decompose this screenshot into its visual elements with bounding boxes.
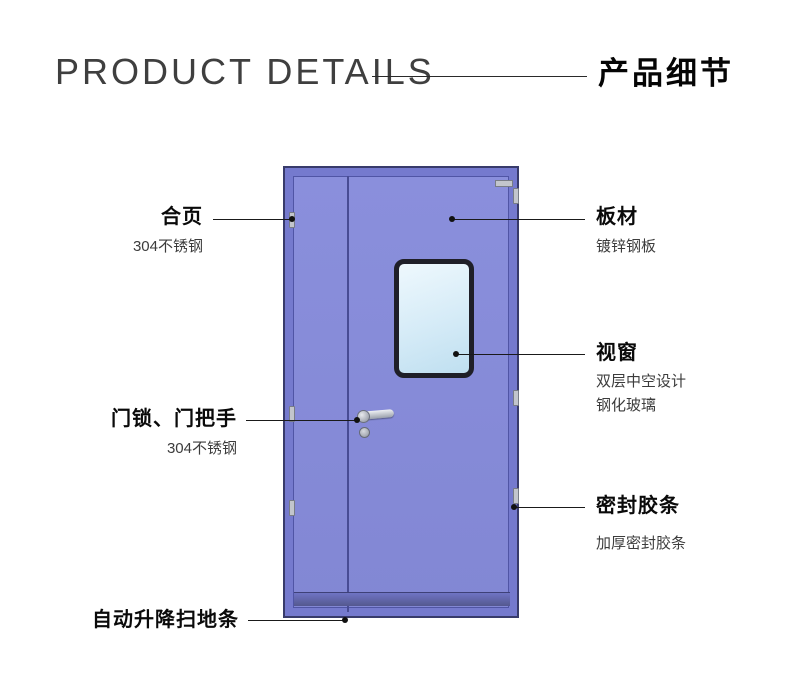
hinge-icon (289, 406, 295, 422)
annotation-lock: 门锁、门把手 304不锈钢 (111, 406, 237, 461)
annotation-seal-dot (511, 504, 517, 510)
door-illustration (283, 166, 519, 618)
annotation-window-dot (453, 351, 459, 357)
hinge-icon (513, 188, 519, 204)
annotation-panel: 板材 镀锌钢板 (596, 204, 656, 259)
door-lock-icon (359, 427, 370, 438)
annotation-panel-sub: 镀锌钢板 (596, 238, 657, 255)
door-handle-pivot-icon (357, 410, 370, 423)
annotation-seal-label: 密封胶条 (596, 495, 680, 517)
page-title-en: PRODUCT DETAILS (55, 51, 435, 92)
door-leaf-divider (347, 176, 349, 612)
annotation-seal: 密封胶条 加厚密封胶条 (596, 493, 686, 556)
hinge-icon (289, 500, 295, 516)
door-leaf-area (293, 176, 509, 608)
annotation-window-sub1: 双层中空设计 (596, 373, 687, 390)
annotation-panel-dot (449, 216, 455, 222)
annotation-seal-sub: 加厚密封胶条 (596, 535, 687, 552)
door-window-icon (394, 259, 474, 378)
annotation-hinge-line (213, 219, 293, 220)
annotation-panel-line (452, 219, 585, 220)
annotation-window-sub2: 钢化玻璃 (596, 397, 657, 414)
annotation-window-label: 视窗 (596, 342, 638, 364)
annotation-sweep: 自动升降扫地条 (92, 607, 239, 633)
annotation-lock-line (246, 420, 358, 421)
annotation-lock-sub: 304不锈钢 (166, 440, 237, 457)
annotation-sweep-line (248, 620, 346, 621)
annotation-hinge-sub: 304不锈钢 (132, 238, 203, 255)
annotation-sweep-label: 自动升降扫地条 (92, 609, 239, 631)
annotation-lock-dot (354, 417, 360, 423)
hinge-icon (513, 390, 519, 406)
annotation-hinge: 合页 304不锈钢 (133, 204, 203, 259)
annotation-hinge-dot (289, 216, 295, 222)
door-closer-bracket-icon (495, 180, 513, 187)
annotation-seal-line (515, 507, 585, 508)
annotation-panel-label: 板材 (596, 206, 638, 228)
annotation-sweep-dot (342, 617, 348, 623)
annotation-lock-label: 门锁、门把手 (111, 408, 237, 430)
hinge-icon (513, 488, 519, 504)
annotation-window-line (457, 354, 585, 355)
door-bottom-sweep-strip (294, 592, 510, 606)
annotation-hinge-label: 合页 (161, 206, 203, 228)
title-divider-line (372, 76, 587, 77)
page-title-zh: 产品细节 (598, 56, 734, 91)
annotation-window: 视窗 双层中空设计 钢化玻璃 (596, 340, 686, 418)
